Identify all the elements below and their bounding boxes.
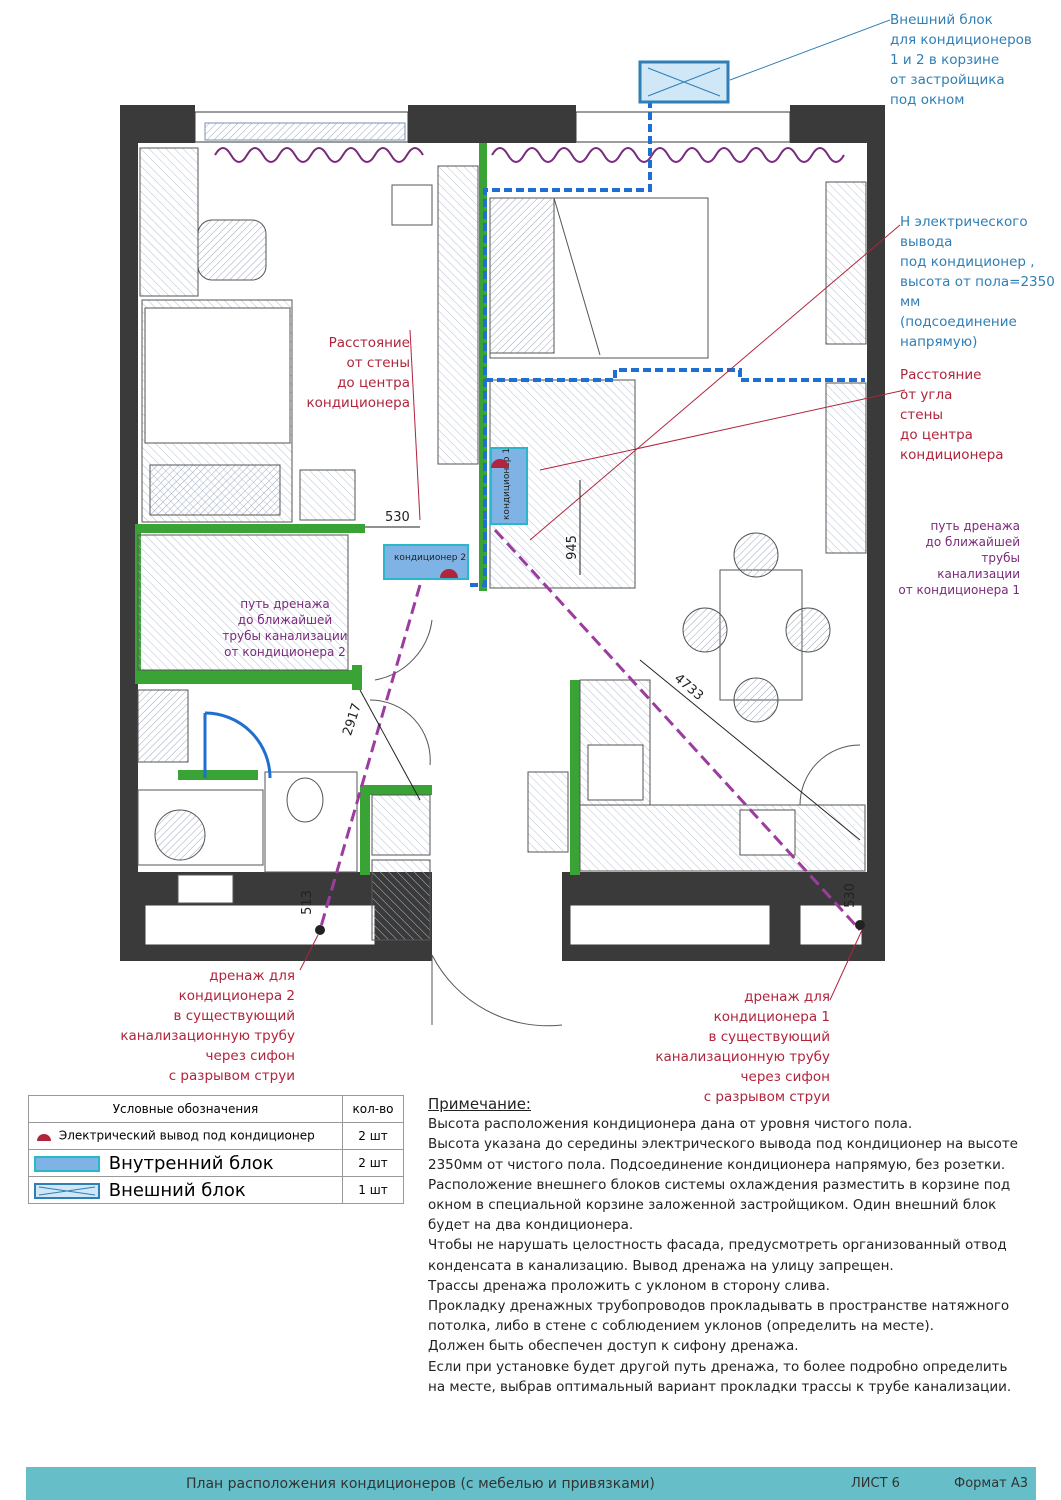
notes-title: Примечание: <box>428 1095 531 1113</box>
legend-table: Условные обозначения кол-во Электрически… <box>28 1095 404 1204</box>
legend-row-indoor: Внутренний блок <box>28 1149 343 1177</box>
sheet-format: Формат А3 <box>954 1476 1029 1491</box>
radiators <box>214 147 845 163</box>
legend-row-outdoor: Внешний блок <box>28 1176 343 1204</box>
drain-path-1-note: путь дренажа до ближайшей трубы канализа… <box>898 519 1020 597</box>
drain-routes <box>318 528 862 932</box>
notes-block: Примечание: Высота расположения кондицио… <box>428 1094 1018 1397</box>
legend-indoor-qty: 2 шт <box>342 1149 404 1177</box>
ac1-label: кондиционер 1 <box>502 448 512 520</box>
legend-header-name: Условные обозначения <box>28 1095 343 1123</box>
doors <box>203 619 861 1027</box>
leader-lines <box>299 19 906 1001</box>
furniture <box>137 147 867 941</box>
freon-route <box>470 100 865 587</box>
legend-row-outlet: Электрический вывод под кондиционер <box>28 1122 343 1150</box>
legend-header-qty: кол-во <box>342 1095 404 1123</box>
legend-outlet-qty: 2 шт <box>342 1122 404 1150</box>
outlet-icon <box>37 1134 51 1141</box>
drain-path-2-note: путь дренажа до ближайшей трубы канализа… <box>222 597 348 659</box>
drain-1-note: дренаж для кондиционера 1 в существующий… <box>655 989 830 1105</box>
dimension-lines <box>359 480 861 841</box>
outdoor-unit-note: Внешний блок для кондиционеров 1 и 2 в к… <box>890 12 1032 108</box>
notes-text: Высота расположения кондиционера дана от… <box>428 1116 1018 1395</box>
dim-513: 513 <box>299 890 315 915</box>
legend-outlet-label: Электрический вывод под кондиционер <box>58 1128 315 1143</box>
indoor-unit-1: кондиционер 1 <box>490 447 528 525</box>
outdoor-unit <box>638 60 730 104</box>
dim-530-top: 530 <box>385 510 410 525</box>
beds <box>145 197 601 444</box>
dim-945: 945 <box>564 535 580 560</box>
indoor-unit-icon <box>34 1155 100 1172</box>
sheet-number: ЛИСТ 6 <box>851 1476 900 1491</box>
outdoor-unit-icon <box>34 1182 100 1199</box>
electric-outlet-note: Н электрического вывода под кондиционер … <box>900 214 1055 350</box>
legend-indoor-label: Внутренний блок <box>108 1152 274 1174</box>
dim-530-right: 530 <box>842 883 858 908</box>
legend-outdoor-label: Внешний блок <box>108 1179 246 1201</box>
legend-outdoor-qty: 1 шт <box>342 1176 404 1204</box>
title-block: План расположения кондиционеров (с мебел… <box>26 1467 1036 1500</box>
distance-wall-note: Расстояние от стены до центра кондиционе… <box>306 335 410 411</box>
ac2-label: кондиционер 2 <box>394 553 466 563</box>
sheet-title: План расположения кондиционеров (с мебел… <box>186 1476 655 1492</box>
drain-2-note: дренаж для кондиционера 2 в существующий… <box>120 968 295 1084</box>
distance-corner-note: Расстояние от угла стены до центра конди… <box>900 367 1004 463</box>
electric-outlet-icons <box>440 459 509 578</box>
drain-points <box>315 920 865 935</box>
